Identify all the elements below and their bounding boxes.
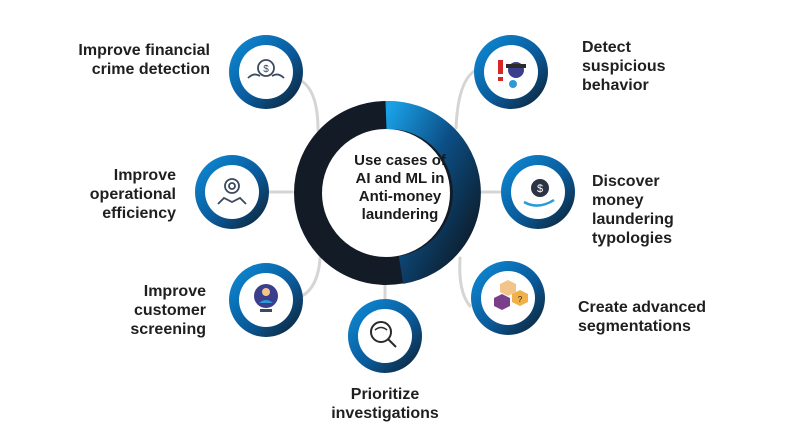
- svg-text:$: $: [537, 183, 543, 195]
- money-bag-hand-icon: $: [523, 179, 555, 207]
- node-financial-crime: $: [229, 35, 303, 109]
- label-suspicious-behavior: Detect suspicious behavior: [582, 39, 666, 94]
- label-advanced-segmentations: Create advanced segmentations: [578, 299, 707, 335]
- svg-text:$: $: [263, 64, 269, 75]
- label-laundering-typologies: Discover money laundering typologies: [592, 173, 674, 247]
- node-customer-screening: [229, 263, 303, 337]
- magnifier-mask-icon: [370, 321, 397, 348]
- svg-text:?: ?: [518, 295, 523, 304]
- label-operational-efficiency: Improve operational efficiency: [89, 167, 176, 222]
- alert-spy-icon: [498, 60, 526, 88]
- person-search-icon: [254, 284, 278, 312]
- label-prioritize-investigations: Prioritize investigations: [331, 386, 439, 422]
- connector-suspicious: [454, 68, 478, 130]
- label-customer-screening: Improve customer screening: [130, 283, 206, 338]
- connector-financial-crime: [298, 78, 320, 132]
- gear-map-icon: [217, 178, 247, 205]
- hexagon-people-icon: ?: [494, 280, 528, 310]
- node-laundering-typologies: $: [501, 155, 575, 229]
- label-financial-crime: Improve financial crime detection: [78, 42, 210, 78]
- node-operational-efficiency: [195, 155, 269, 229]
- money-hands-icon: $: [247, 59, 285, 79]
- node-suspicious-behavior: [474, 35, 548, 109]
- center-title: Use cases of AI and ML in Anti-money lau…: [354, 152, 446, 223]
- central-ring: [294, 100, 481, 285]
- node-prioritize-investigations: [348, 299, 422, 373]
- connector-segmentations: [458, 256, 472, 308]
- node-advanced-segmentations: ?: [471, 261, 545, 335]
